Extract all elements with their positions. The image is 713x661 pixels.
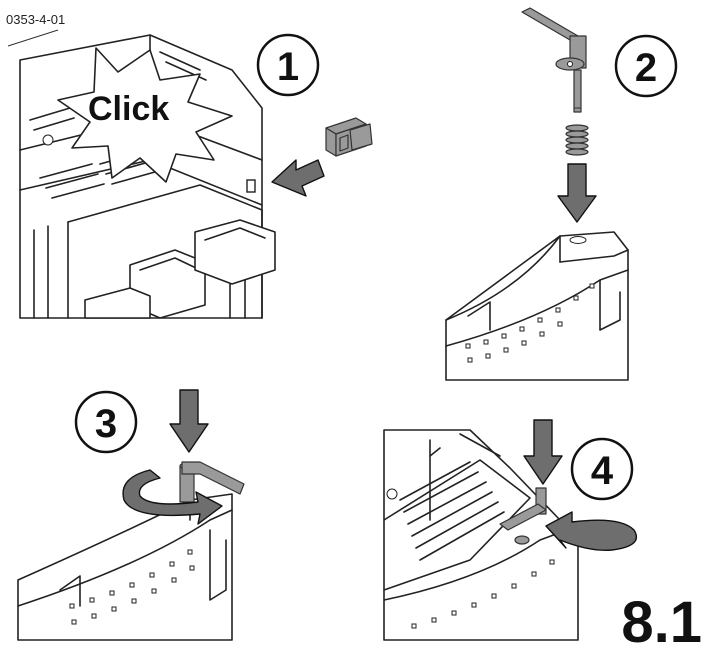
- step-2-panel: 2: [445, 7, 678, 381]
- step-2-housing: [445, 231, 629, 381]
- step-4-down-arrow: [523, 419, 563, 485]
- step-3-panel: 3: [17, 389, 245, 641]
- step-3-rotate-arrow: [122, 469, 223, 525]
- click-burst: [57, 47, 233, 183]
- svg-text:4: 4: [591, 449, 614, 493]
- step-1-mounting-slot: [246, 179, 256, 193]
- step-1-screw: [42, 134, 54, 146]
- step-4-perforation: [411, 559, 555, 629]
- figure-code: 0353-4-01: [6, 12, 65, 27]
- step-2-spring: [565, 124, 589, 156]
- svg-text:3: 3: [95, 402, 117, 446]
- step-1-clip-part: [325, 117, 373, 157]
- step-2-down-arrow: [557, 163, 597, 223]
- figure-number: 8.1: [621, 590, 702, 655]
- step-3-housing: [17, 493, 233, 641]
- step-1-badge: 1: [256, 33, 320, 97]
- step-4-vent-slots: [399, 461, 505, 561]
- click-label: Click: [88, 90, 169, 128]
- step-3-lever: [179, 461, 245, 503]
- figure-code-leader: [7, 29, 59, 47]
- step-2-lever-pin: [521, 7, 587, 113]
- step-2-badge: 2: [614, 34, 678, 98]
- step-1-panel: Click 1: [19, 33, 373, 319]
- step-1-insert-arrow: [271, 159, 325, 197]
- step-3-down-arrow: [169, 389, 209, 453]
- svg-text:2: 2: [635, 46, 657, 90]
- step-4-rotate-arrow: [545, 511, 638, 551]
- step-4-panel: 4: [383, 419, 638, 641]
- step-4-badge: 4: [570, 437, 634, 501]
- step-1-connectors: [84, 219, 276, 319]
- step-4-lever: [499, 487, 547, 545]
- step-3-perforation: [69, 549, 195, 625]
- svg-text:1: 1: [277, 45, 299, 89]
- step-4-screw: [386, 488, 398, 500]
- step-2-perforation: [465, 283, 595, 363]
- step-3-badge: 3: [74, 390, 138, 454]
- step-4-housing: [383, 429, 579, 641]
